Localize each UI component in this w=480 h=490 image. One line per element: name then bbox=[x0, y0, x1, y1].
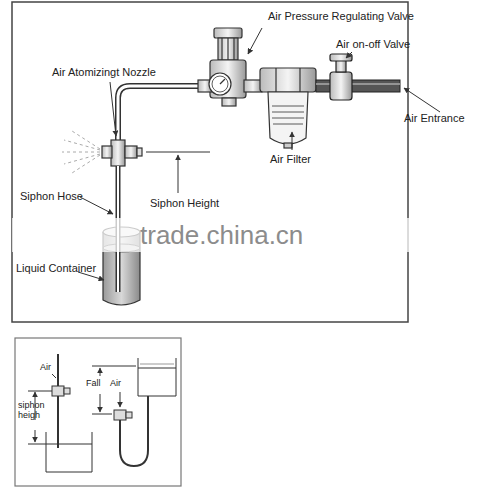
air-filter bbox=[260, 68, 316, 148]
dimension-label: siphon heigh bbox=[18, 400, 50, 421]
part-label: Siphon Hose bbox=[20, 190, 83, 203]
part-label: Air Filter bbox=[270, 153, 311, 166]
panel-frame bbox=[15, 338, 181, 486]
gravity-sketch bbox=[92, 358, 176, 466]
atomizing-nozzle bbox=[62, 131, 142, 173]
watermark: trade.china.cn bbox=[140, 221, 303, 251]
part-label: Air bbox=[40, 362, 51, 372]
air-hose bbox=[118, 86, 205, 140]
dimension-label: Siphon Height bbox=[150, 197, 219, 210]
part-label: Air bbox=[110, 378, 121, 388]
inlet-pipe bbox=[316, 54, 400, 100]
part-label: Air on-off Valve bbox=[336, 38, 410, 51]
part-label: Air Pressure Regulating Valve bbox=[268, 10, 414, 23]
regulator-valve bbox=[198, 28, 262, 106]
dimension-line bbox=[146, 152, 210, 193]
part-label: Air Atomizingt Nozzle bbox=[52, 66, 156, 79]
watermark-band bbox=[12, 218, 472, 252]
part-label: Air Entrance bbox=[404, 112, 465, 125]
dimension-label: Fall bbox=[86, 378, 101, 388]
part-label: Liquid Container bbox=[16, 262, 96, 275]
